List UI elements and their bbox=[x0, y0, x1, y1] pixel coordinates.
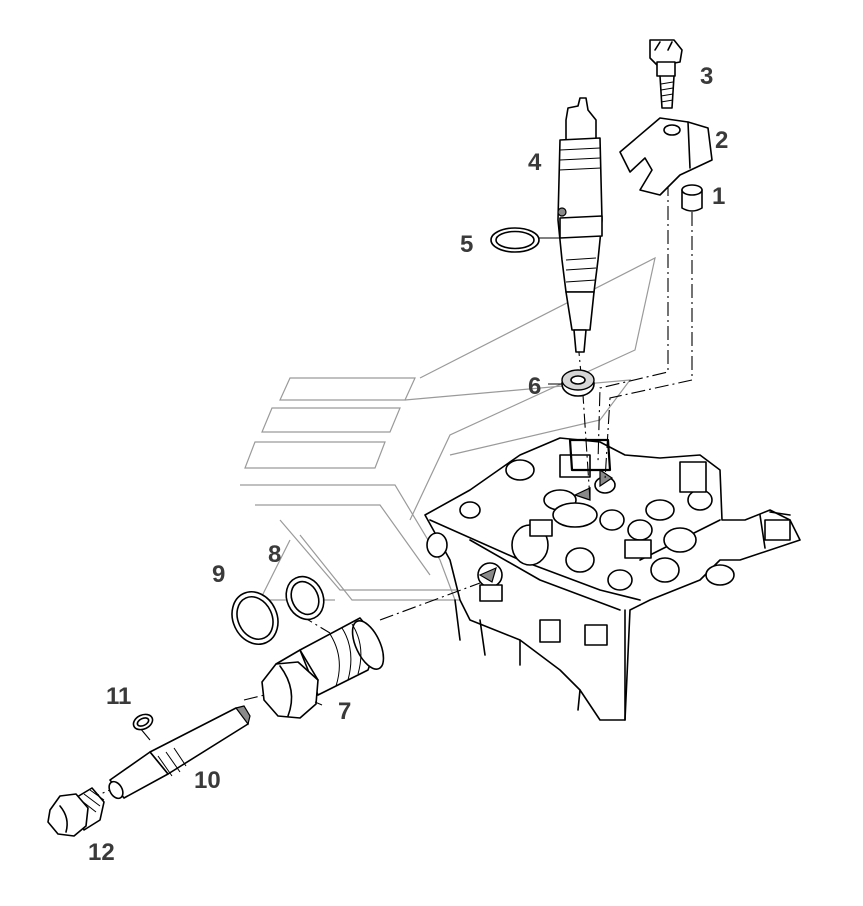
callout-3: 3 bbox=[700, 63, 713, 90]
callout-8: 8 bbox=[268, 541, 281, 568]
callout-4: 4 bbox=[528, 149, 542, 176]
pressure-tube bbox=[108, 705, 251, 800]
injector bbox=[557, 97, 603, 353]
o-ring bbox=[285, 575, 325, 621]
seal-ring bbox=[490, 227, 560, 253]
callout-5: 5 bbox=[460, 231, 473, 258]
leader-lines bbox=[314, 237, 562, 706]
bolt bbox=[649, 39, 683, 109]
callout-7: 7 bbox=[338, 698, 351, 725]
connector-sleeve bbox=[261, 617, 385, 719]
cylinder-head bbox=[424, 437, 801, 721]
callout-12: 12 bbox=[88, 839, 115, 866]
callout-9: 9 bbox=[212, 561, 225, 588]
cap bbox=[681, 184, 703, 212]
washer bbox=[561, 369, 595, 397]
nut bbox=[47, 787, 105, 837]
clamp bbox=[619, 117, 713, 196]
callout-2: 2 bbox=[715, 127, 728, 154]
callout-10: 10 bbox=[194, 767, 221, 794]
callout-1: 1 bbox=[712, 183, 725, 210]
callout-labels: 1 2 3 4 5 6 7 8 9 10 11 12 bbox=[88, 63, 728, 866]
callout-11: 11 bbox=[106, 683, 131, 710]
small-ring bbox=[132, 713, 154, 731]
callout-6: 6 bbox=[528, 373, 541, 400]
o-ring-large bbox=[231, 591, 279, 645]
